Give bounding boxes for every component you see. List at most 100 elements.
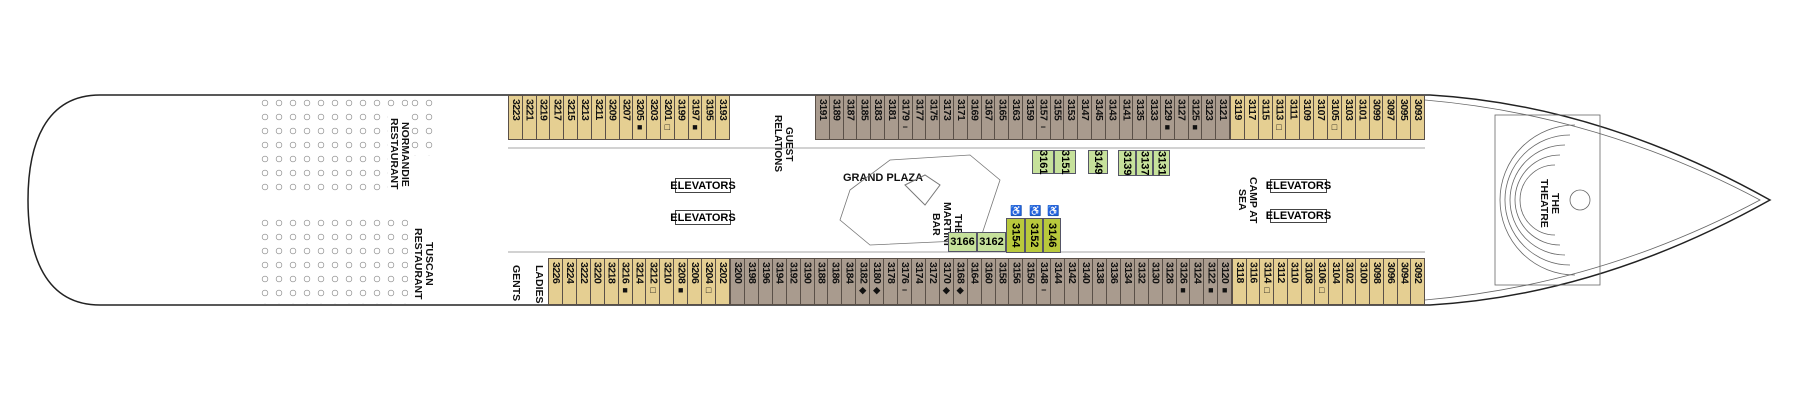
cabin-3197[interactable]: 3197■ <box>687 95 701 140</box>
cabin-3116[interactable]: 3116 <box>1245 258 1260 305</box>
cabin-3123[interactable]: 3123 <box>1201 95 1215 140</box>
cabin-3125[interactable]: 3125■ <box>1187 95 1201 140</box>
cabin-3101[interactable]: 3101 <box>1354 95 1369 140</box>
cabin-3130[interactable]: 3130 <box>1147 258 1162 305</box>
cabin-3182[interactable]: 3182◆ <box>855 258 869 305</box>
cabin-3224[interactable]: 3224 <box>561 258 576 305</box>
cabin-3210[interactable]: 3210 <box>659 258 673 305</box>
cabin-3211[interactable]: 3211 <box>590 95 605 140</box>
cabin-3191[interactable]: 3191 <box>815 95 829 140</box>
cabin-3190[interactable]: 3190 <box>799 258 814 305</box>
cabin-3184[interactable]: 3184 <box>841 258 855 305</box>
cabin-3202[interactable]: 3202 <box>715 258 730 305</box>
cabin-3148[interactable]: 3148− <box>1036 258 1050 305</box>
cabin-3207[interactable]: 3207 <box>618 95 632 140</box>
cabin-3217[interactable]: 3217 <box>549 95 563 140</box>
cabin-3170[interactable]: 3170◆ <box>938 258 953 305</box>
cabin-3215[interactable]: 3215 <box>563 95 577 140</box>
cabin-3199[interactable]: 3199 <box>673 95 688 140</box>
cabin-3117[interactable]: 3117 <box>1243 95 1258 140</box>
cabin-3221[interactable]: 3221 <box>521 95 536 140</box>
cabin-3181[interactable]: 3181 <box>883 95 898 140</box>
cabin-3104[interactable]: 3104 <box>1328 258 1342 305</box>
cabin-3143[interactable]: 3143 <box>1104 95 1119 140</box>
cabin-3139[interactable]: 3139 <box>1118 150 1136 176</box>
cabin-3168[interactable]: 3168◆ <box>952 258 967 305</box>
cabin-3108[interactable]: 3108 <box>1300 258 1314 305</box>
cabin-3212[interactable]: 3212□ <box>645 258 659 305</box>
cabin-3192[interactable]: 3192 <box>785 258 800 305</box>
cabin-3142[interactable]: 3142 <box>1064 258 1078 305</box>
cabin-3179[interactable]: 3179− <box>897 95 912 140</box>
cabin-3111[interactable]: 3111 <box>1285 95 1299 140</box>
cabin-3164[interactable]: 3164 <box>966 258 981 305</box>
cabin-3156[interactable]: 3156 <box>1008 258 1022 305</box>
cabin-3147[interactable]: 3147 <box>1077 95 1091 140</box>
cabin-3161[interactable]: 3161 <box>1032 150 1054 174</box>
cabin-3150[interactable]: 3150 <box>1022 258 1036 305</box>
cabin-3121[interactable]: 3121 <box>1215 95 1230 140</box>
cabin-3115[interactable]: 3115 <box>1257 95 1272 140</box>
cabin-3136[interactable]: 3136 <box>1105 258 1120 305</box>
cabin-3180[interactable]: 3180◆ <box>869 258 883 305</box>
cabin-3203[interactable]: 3203 <box>646 95 660 140</box>
cabin-3099[interactable]: 3099 <box>1368 95 1383 140</box>
cabin-3169[interactable]: 3169 <box>966 95 981 140</box>
cabin-3204[interactable]: 3204□ <box>701 258 715 305</box>
cabin-3196[interactable]: 3196 <box>757 258 772 305</box>
camp-at-sea-label[interactable]: CAMP AT SEA <box>1236 176 1259 224</box>
cabin-3153[interactable]: 3153 <box>1063 95 1077 140</box>
cabin-3152[interactable]: 3152 <box>1025 218 1043 253</box>
tuscan-restaurant-label[interactable]: TUSCAN RESTAURANT <box>412 225 435 303</box>
cabin-3131[interactable]: 3131 <box>1153 150 1170 176</box>
cabin-3092[interactable]: 3092 <box>1410 258 1426 305</box>
cabin-3128[interactable]: 3128 <box>1161 258 1176 305</box>
cabin-3165[interactable]: 3165 <box>994 95 1008 140</box>
grand-plaza-label[interactable]: GRAND PLAZA <box>843 172 924 184</box>
cabin-3214[interactable]: 3214 <box>631 258 645 305</box>
cabin-3178[interactable]: 3178 <box>883 258 897 305</box>
normandie-restaurant-label[interactable]: NORMANDIE RESTAURANT <box>388 110 411 198</box>
cabin-3137[interactable]: 3137 <box>1136 150 1153 176</box>
cabin-3200[interactable]: 3200 <box>730 258 744 305</box>
cabin-3198[interactable]: 3198 <box>743 258 758 305</box>
cabin-3149[interactable]: 3149 <box>1088 150 1108 174</box>
cabin-3162[interactable]: 3162 <box>977 232 1006 252</box>
cabin-3132[interactable]: 3132 <box>1133 258 1148 305</box>
cabin-3097[interactable]: 3097 <box>1382 95 1396 140</box>
cabin-3173[interactable]: 3173 <box>939 95 953 140</box>
cabin-3134[interactable]: 3134 <box>1119 258 1134 305</box>
cabin-3216[interactable]: 3216■ <box>617 258 632 305</box>
cabin-3098[interactable]: 3098 <box>1369 258 1383 305</box>
cabin-3219[interactable]: 3219 <box>535 95 550 140</box>
cabin-3103[interactable]: 3103 <box>1340 95 1355 140</box>
cabin-3193[interactable]: 3193 <box>715 95 730 140</box>
cabin-3218[interactable]: 3218 <box>603 258 618 305</box>
cabin-3220[interactable]: 3220 <box>589 258 604 305</box>
cabin-3174[interactable]: 3174 <box>910 258 925 305</box>
cabin-3124[interactable]: 3124 <box>1189 258 1203 305</box>
cabin-3145[interactable]: 3145 <box>1090 95 1105 140</box>
cabin-3175[interactable]: 3175 <box>925 95 939 140</box>
cabin-3096[interactable]: 3096 <box>1382 258 1397 305</box>
cabin-3205[interactable]: 3205■ <box>632 95 646 140</box>
cabin-3100[interactable]: 3100 <box>1355 258 1369 305</box>
cabin-3151[interactable]: 3151 <box>1054 150 1076 174</box>
cabin-3095[interactable]: 3095 <box>1396 95 1410 140</box>
cabin-3206[interactable]: 3206 <box>687 258 701 305</box>
cabin-3094[interactable]: 3094 <box>1396 258 1410 305</box>
cabin-3102[interactable]: 3102 <box>1341 258 1356 305</box>
cabin-3163[interactable]: 3163 <box>1008 95 1022 140</box>
cabin-3183[interactable]: 3183 <box>870 95 884 140</box>
cabin-3138[interactable]: 3138 <box>1091 258 1106 305</box>
cabin-3186[interactable]: 3186 <box>827 258 841 305</box>
cabin-3119[interactable]: 3119 <box>1230 95 1244 140</box>
cabin-3185[interactable]: 3185 <box>856 95 870 140</box>
cabin-3113[interactable]: 3113□ <box>1271 95 1286 140</box>
cabin-3122[interactable]: 3122■ <box>1203 258 1217 305</box>
cabin-3107[interactable]: 3107 <box>1313 95 1327 140</box>
cabin-3140[interactable]: 3140 <box>1078 258 1092 305</box>
cabin-3213[interactable]: 3213 <box>577 95 591 140</box>
cabin-3159[interactable]: 3159 <box>1021 95 1036 140</box>
cabin-3157[interactable]: 3157− <box>1035 95 1050 140</box>
